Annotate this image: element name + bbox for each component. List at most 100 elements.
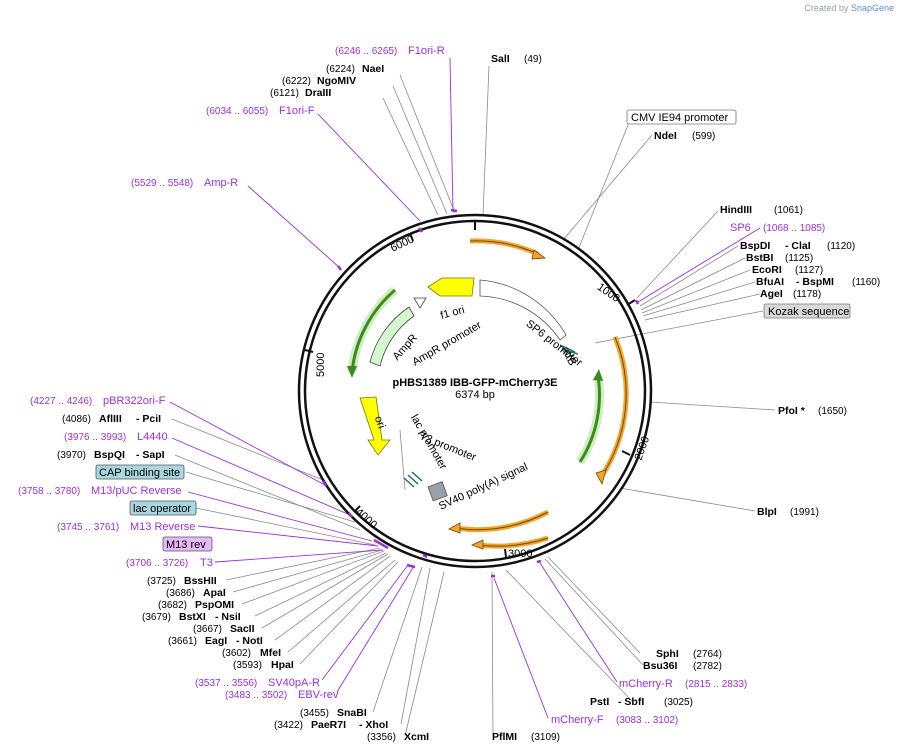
bfuai-name: BfuAI <box>756 276 784 288</box>
ori-arrow <box>359 396 391 456</box>
mfei-pos: (3602) <box>222 648 251 659</box>
orange-arrowheads <box>448 249 607 550</box>
small-feature-cluster-upper <box>559 344 579 355</box>
snabi-name: SnaBI <box>337 707 367 719</box>
green-arrowhead-right <box>593 369 603 381</box>
m13rev-box <box>162 536 213 552</box>
snapgene-credit: Created by SnapGene <box>804 3 894 13</box>
tick-5000: 5000 <box>315 353 327 377</box>
bstbi-name: BstBI <box>746 252 774 264</box>
pbr-pos: (4227 .. 4246) <box>30 396 92 407</box>
green-arcs <box>350 288 601 463</box>
sp6-name: SP6 <box>730 222 751 234</box>
sali-pos: (49) <box>524 54 542 65</box>
primer-leader-lines <box>169 57 761 719</box>
lacop-label: lac operator <box>133 503 191 515</box>
ngomiv-pos: (6222) <box>282 76 311 87</box>
ecori-pos: (1127) <box>795 265 823 276</box>
ebv-pos: (3483 .. 3502) <box>225 690 287 701</box>
bspdi-pos: (1120) <box>827 241 855 252</box>
m13rev-primer-name: M13 Reverse <box>130 521 195 533</box>
naei-pos: (6224) <box>326 64 355 75</box>
bfuai-pos: (1160) <box>852 277 880 288</box>
position-ticks <box>304 220 636 558</box>
bspdi-name: BspDI <box>740 240 770 252</box>
bstxi-name: BstXI <box>179 611 206 623</box>
bspqi-name: BspQI <box>94 449 125 461</box>
hpai-pos: (3593) <box>233 660 262 671</box>
draiii-pos: (6121) <box>270 88 299 99</box>
mcherry-r-pos: (2815 .. 2833) <box>685 679 747 690</box>
sali-name: SalI <box>491 53 510 65</box>
bsu36i-pos: (2782) <box>693 661 722 672</box>
paer7i-name: PaeR7I <box>311 719 346 731</box>
xhoi-name: - XhoI <box>359 719 388 731</box>
saci-pos: (3667) <box>193 624 222 635</box>
xcmi-pos: (3356) <box>367 732 396 743</box>
green-arrowhead-left <box>347 366 357 378</box>
small-feature-cluster-lower <box>403 471 423 488</box>
hpai-name: HpaI <box>271 659 294 671</box>
bstxi-pos: (3679) <box>142 612 171 623</box>
paer7i-pos: (3422) <box>274 720 303 731</box>
saci-name: SacII <box>230 623 255 635</box>
cmv-label: CMV IE94 promoter <box>631 112 729 124</box>
label-ampr-promoter: AmpR promoter <box>410 319 484 368</box>
nsii-name: - NsiI <box>215 611 241 623</box>
ndei-pos: (599) <box>692 131 715 142</box>
lacop-box <box>129 500 197 516</box>
eagi-pos: (3661) <box>168 636 197 647</box>
hindiii-pos: (1061) <box>774 205 803 216</box>
pflmi-pos: (3109) <box>531 732 560 743</box>
apai-pos: (3686) <box>166 588 195 599</box>
mfei-name: MfeI <box>260 647 281 659</box>
label-f1-ori: f1 ori <box>439 304 466 322</box>
mcherry-f-name: mCherry-F <box>551 714 604 726</box>
mcherry-f-pos: (3083 .. 3102) <box>616 715 678 726</box>
f1ori-r-name: F1ori-R <box>408 45 445 57</box>
sp6-promoter-arrow <box>479 279 567 341</box>
tick-2000: 2000 <box>633 435 653 462</box>
xcmi-name: XcmI <box>404 731 429 743</box>
ampr-name: Amp-R <box>204 177 238 189</box>
pspomi-pos: (3682) <box>158 600 187 611</box>
sbfi-name: - SbfI <box>618 696 644 708</box>
ampr-promoter-arrow <box>413 297 427 309</box>
bstbi-pos: (1125) <box>785 253 813 264</box>
primer-marks <box>321 208 640 578</box>
f1ori-f-name: F1ori-F <box>279 105 315 117</box>
t3-name: T3 <box>200 557 213 569</box>
kozak-box <box>763 303 851 319</box>
sv40pa-name: SV40pA-R <box>268 677 320 689</box>
noti-name: - NotI <box>236 635 263 647</box>
sapi-name: - SapI <box>136 449 165 461</box>
m13rev-label: M13 rev <box>166 539 206 551</box>
f1-ori-arrow <box>427 277 475 297</box>
snabi-pos: (3455) <box>300 708 329 719</box>
eagi-name: EagI <box>205 635 227 647</box>
credit-prefix: Created by <box>804 3 849 13</box>
cmv-box <box>626 109 737 125</box>
ebv-name: EBV-rev <box>298 689 339 701</box>
f1ori-r-pos: (6246 .. 6265) <box>335 46 397 57</box>
pbr-name: pBR322ori-F <box>103 395 166 407</box>
t3-pos: (3706 .. 3726) <box>126 558 188 569</box>
clai-name: - ClaI <box>785 240 811 252</box>
apai-name: ApaI <box>203 587 226 599</box>
backbone-outer <box>297 213 653 569</box>
sphi-pos: (2764) <box>693 649 722 660</box>
m13puc-pos: (3758 .. 3780) <box>18 486 80 497</box>
cap-box <box>95 464 185 480</box>
m13puc-name: M13/pUC Reverse <box>91 485 181 497</box>
agei-name: AgeI <box>760 288 783 300</box>
green-arc-glow <box>347 286 604 465</box>
psti-pos: (3025) <box>664 697 693 708</box>
cap-label: CAP binding site <box>99 467 180 479</box>
sv40pa-pos: (3537 .. 3556) <box>195 678 257 689</box>
plasmid-size: 6374 bp <box>455 389 495 401</box>
kozak-label: Kozak sequence <box>768 306 849 318</box>
m13rev-pos: (3745 .. 3761) <box>57 522 119 533</box>
pcii-name: - PciI <box>136 413 161 425</box>
